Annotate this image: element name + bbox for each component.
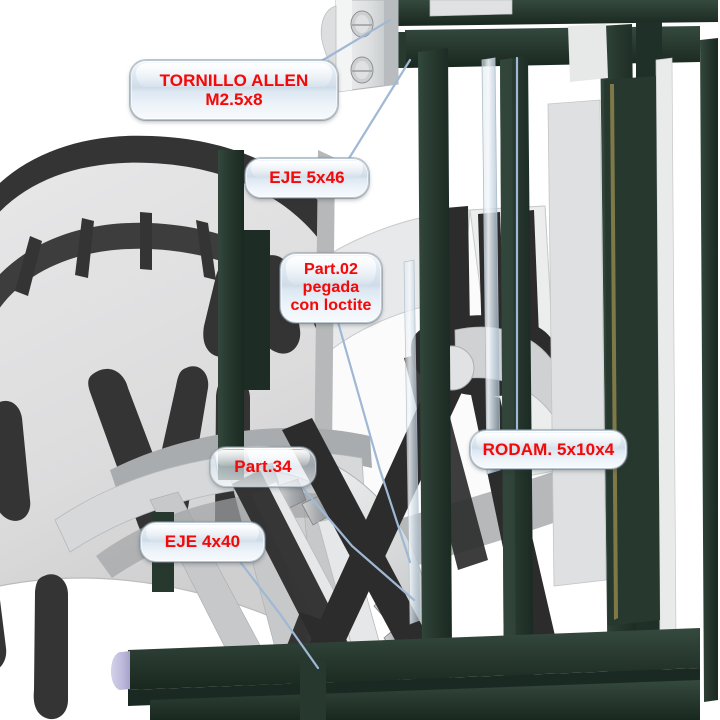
callout-label-text: EJE 5x46 — [269, 168, 345, 188]
callout-rodamiento-5x10x4[interactable]: RODAM. 5x10x4 — [470, 430, 627, 469]
callout-tornillo-allen[interactable]: TORNILLO ALLEN M2.5x8 — [130, 60, 338, 120]
callout-eje-5x46[interactable]: EJE 5x46 — [245, 158, 369, 198]
callout-part-34[interactable]: Part.34 — [210, 447, 316, 487]
callout-part-02-loctite[interactable]: Part.02 pegada con loctite — [280, 253, 382, 323]
callout-label-text: RODAM. 5x10x4 — [482, 439, 615, 459]
callout-label-text: EJE 4x40 — [164, 532, 241, 552]
callout-label-text: TORNILLO ALLEN M2.5x8 — [159, 70, 309, 109]
callout-label-text: Part.02 pegada con loctite — [290, 261, 372, 314]
callout-label-text: Part.34 — [234, 457, 292, 477]
callout-eje-4x40[interactable]: EJE 4x40 — [140, 522, 265, 562]
